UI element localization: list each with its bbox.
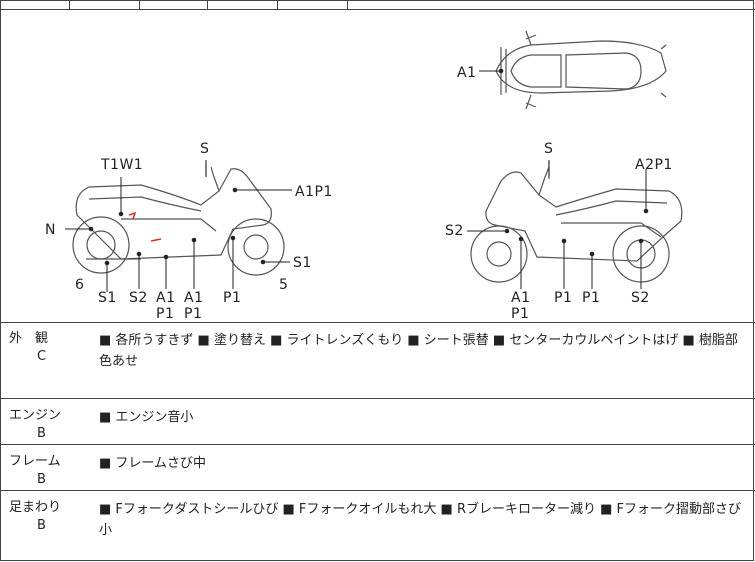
damage-mark	[150, 238, 162, 242]
header-cell	[1, 1, 70, 9]
label-right-s: S	[544, 141, 554, 157]
condition-text: ■ フレームさび中	[99, 456, 207, 471]
header-cells	[1, 1, 755, 10]
category-label: エンジン	[9, 408, 62, 423]
scooter-top-view	[495, 30, 667, 110]
category-label: フレーム	[9, 454, 61, 469]
row-exterior: 外 観 C ■ 各所うすきず ■ 塗り替え ■ ライトレンズくもり ■ シート張…	[1, 322, 755, 399]
category-label: 足まわり	[9, 500, 62, 515]
label-left-s1-bottom: S1	[98, 290, 117, 306]
header-cell	[277, 1, 348, 9]
label-right-p1-b: P1	[582, 290, 601, 306]
grade-label: B	[37, 472, 46, 487]
label-left-a1p1-b: A1 P1	[184, 290, 204, 322]
label-right-s2-bottom: S2	[631, 290, 650, 306]
category-label: 外 観	[9, 331, 49, 346]
label-right-p1-a: P1	[554, 290, 573, 306]
header-cell	[69, 1, 140, 9]
label-left-a1p1: A1P1	[295, 184, 333, 200]
label-left-s1-right: S1	[293, 255, 312, 271]
label-n: N	[45, 222, 56, 238]
label-5: 5	[279, 277, 289, 293]
label-left-p1: P1	[223, 290, 242, 306]
scooter-sketches	[65, 30, 683, 292]
category-cell: 外 観 C	[9, 330, 81, 366]
label-right-s2-left: S2	[445, 223, 464, 239]
scooter-right-view	[470, 161, 683, 283]
label-left-s: S	[200, 141, 210, 157]
label-left-s2: S2	[129, 290, 148, 306]
damage-mark	[128, 211, 137, 220]
category-cell: 足まわり B	[9, 499, 81, 535]
label-6: 6	[75, 277, 85, 293]
condition-text: ■ Fフォークダストシールひび ■ Fフォークオイルもれ大 ■ Rブレーキロータ…	[99, 502, 742, 538]
label-a2p1: A2P1	[635, 157, 673, 173]
row-engine: エンジン B ■ エンジン音小	[1, 399, 755, 445]
grade-label: C	[37, 349, 47, 364]
label-top-a1: A1	[457, 65, 477, 81]
row-suspension: 足まわり B ■ Fフォークダストシールひび ■ Fフォークオイルもれ大 ■ R…	[1, 491, 755, 562]
row-frame: フレーム B ■ フレームさび中	[1, 445, 755, 491]
category-cell: エンジン B	[9, 407, 81, 443]
label-right-a1p1: A1 P1	[511, 290, 531, 322]
category-cell: フレーム B	[9, 453, 81, 489]
condition-text: ■ 各所うすきず ■ 塗り替え ■ ライトレンズくもり ■ シート張替 ■ セン…	[99, 333, 738, 369]
label-t1w1: T1W1	[101, 157, 144, 173]
grade-label: B	[37, 426, 46, 441]
condition-text: ■ エンジン音小	[99, 410, 194, 425]
label-left-a1p1-a: A1 P1	[156, 290, 176, 322]
damage-diagram: A1 T1W1 S A1P1 N 6 5 S1 S1 S2 A1 P1 A1 P…	[1, 9, 755, 323]
grade-label: B	[37, 518, 46, 533]
scooter-left-view	[72, 161, 285, 276]
header-cell	[207, 1, 278, 9]
header-cell	[139, 1, 208, 9]
